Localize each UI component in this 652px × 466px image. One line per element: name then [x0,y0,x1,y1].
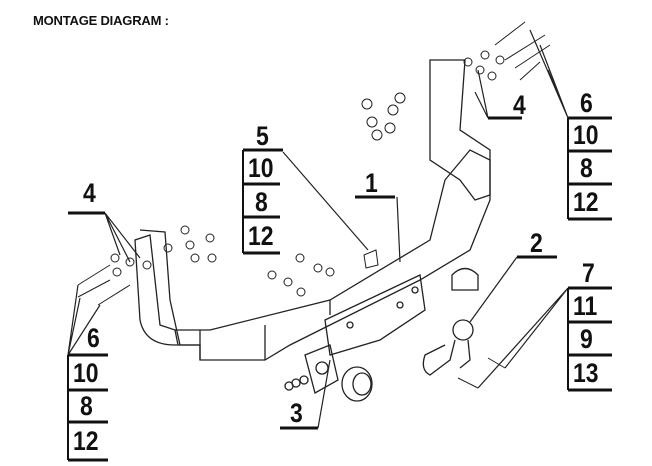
callout-7-item: 9 [580,324,593,354]
callout-6-right-item: 12 [573,187,599,217]
socket-plate [284,344,373,402]
towbar-frame [134,59,491,361]
callout-6-left-item: 10 [73,358,99,388]
callout-7-item: 11 [573,291,598,321]
receiver-block [324,274,426,356]
callout-2: 2 [530,228,543,258]
callout-6-left-item: 12 [73,426,99,456]
callout-6-left: 6 [87,323,100,353]
callout-bars [67,116,612,462]
callout-7-item: 13 [573,358,599,388]
callout-6-right-item: 8 [580,153,593,183]
callout-6-right: 6 [580,88,593,118]
callout-5-item: 8 [255,187,268,217]
callout-6-right-item: 10 [573,120,599,150]
callout-4-right: 4 [513,90,526,120]
callout-5: 5 [256,121,269,151]
callout-5-item: 12 [248,221,274,251]
page-title: MONTAGE DIAGRAM : [33,13,169,28]
callout-3: 3 [290,398,303,428]
callout-4-left: 4 [83,178,96,208]
leader-lines [67,29,569,429]
callout-1: 1 [365,168,378,198]
callout-5-item: 10 [248,153,274,183]
callout-7: 7 [582,258,595,288]
tow-ball [422,267,479,376]
callout-6-left-item: 8 [80,391,93,421]
bolts-and-nuts [77,21,551,389]
